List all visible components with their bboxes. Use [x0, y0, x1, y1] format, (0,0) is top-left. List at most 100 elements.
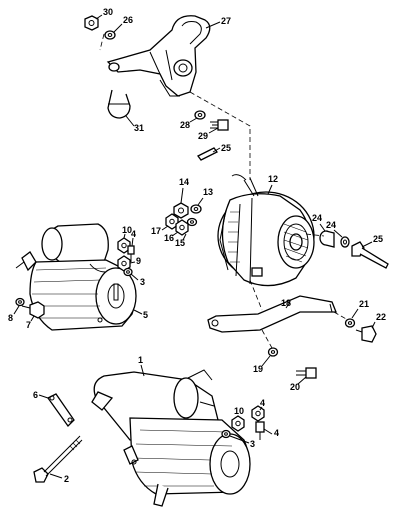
label-4-upper: 4 [131, 229, 136, 247]
svg-text:24: 24 [312, 213, 322, 223]
adjusting-bracket [207, 295, 337, 333]
svg-text:27: 27 [221, 16, 231, 26]
nut [231, 415, 245, 432]
bolt [296, 367, 317, 379]
nut [173, 202, 189, 219]
svg-text:22: 22 [376, 312, 386, 322]
label-13: 13 [197, 187, 213, 206]
label-10-lower: 10 [234, 406, 244, 417]
svg-text:3: 3 [140, 277, 145, 287]
label-25: 25 [361, 234, 383, 248]
svg-text:16: 16 [164, 233, 174, 243]
label-30: 30 [95, 7, 113, 20]
svg-text:10: 10 [122, 225, 132, 235]
svg-text:12: 12 [268, 174, 278, 184]
washer [104, 30, 116, 40]
label-5: 4 [259, 398, 265, 411]
pin [197, 147, 218, 161]
label-31: 31 [125, 115, 144, 133]
label-7: 5 [133, 309, 148, 320]
washer [221, 429, 231, 439]
nut [175, 219, 189, 236]
alternator [217, 174, 315, 287]
svg-text:18: 18 [281, 298, 291, 308]
label-6: 6 [33, 390, 49, 400]
nut [251, 405, 265, 422]
spacer [319, 230, 335, 248]
label-16: 16 [164, 231, 179, 243]
pivot-bolt [351, 241, 389, 269]
label-3-upper: 3 [130, 273, 145, 287]
svg-text:10: 10 [234, 406, 244, 416]
label-12: 12 [267, 174, 278, 195]
label-3-lower: 3 [229, 435, 255, 449]
long-mounting-bolt [33, 435, 83, 483]
label-15: 15 [175, 233, 187, 248]
washer [340, 236, 350, 248]
washer [15, 297, 25, 307]
starter-motor-assembly [91, 369, 251, 507]
strap [47, 393, 75, 428]
svg-text:21: 21 [359, 299, 369, 309]
svg-text:4: 4 [260, 398, 265, 408]
label-14: 14 [179, 177, 189, 204]
svg-text:17: 17 [151, 226, 161, 236]
label-23: 24 [312, 213, 326, 232]
svg-text:31: 31 [134, 123, 144, 133]
starter-motor [15, 223, 137, 331]
washer [186, 217, 198, 227]
part-labels: 30 26 27 31 28 29 25 12 14 13 17 16 15 2… [8, 7, 386, 484]
label-17: 17 [151, 225, 169, 236]
label-24-top: 26 [113, 15, 133, 33]
svg-text:9: 9 [136, 256, 141, 266]
clip [107, 89, 131, 119]
bolt [255, 421, 265, 440]
label-21: 21 [351, 299, 369, 319]
label-4-lower: 4 [263, 428, 279, 438]
label-29: 29 [198, 127, 219, 141]
bolt [355, 325, 377, 343]
label-28: 28 [180, 117, 198, 130]
washer [190, 204, 202, 214]
nut [117, 255, 131, 272]
svg-text:29: 29 [198, 131, 208, 141]
svg-text:15: 15 [175, 238, 185, 248]
washer [344, 318, 356, 328]
label-2: 2 [49, 473, 69, 484]
label-27: 27 [205, 16, 231, 29]
svg-text:14: 14 [179, 177, 189, 187]
svg-text:25: 25 [221, 143, 231, 153]
bolt [127, 245, 135, 262]
label-1: 1 [138, 355, 145, 377]
svg-text:20: 20 [290, 382, 300, 392]
svg-text:13: 13 [203, 187, 213, 197]
bolt [21, 301, 45, 319]
svg-text:1: 1 [138, 355, 143, 365]
label-8: 7 [26, 315, 35, 330]
svg-text:28: 28 [180, 120, 190, 130]
label-11: 10 [122, 225, 132, 239]
svg-text:19: 19 [253, 364, 263, 374]
svg-text:4: 4 [274, 428, 279, 438]
svg-text:7: 7 [26, 320, 31, 330]
svg-text:26: 26 [123, 15, 133, 25]
label-19: 19 [253, 355, 271, 374]
svg-text:2: 2 [64, 474, 69, 484]
label-10-upper: 9 [129, 256, 141, 266]
washer [267, 347, 279, 357]
bolt [210, 119, 229, 131]
label-26: 25 [212, 143, 231, 153]
label-22: 22 [371, 312, 386, 329]
label-18: 18 [281, 298, 291, 309]
svg-text:5: 5 [143, 310, 148, 320]
svg-text:30: 30 [103, 7, 113, 17]
washer [194, 110, 206, 120]
svg-text:24: 24 [326, 220, 336, 230]
svg-text:4: 4 [131, 229, 136, 239]
label-24: 24 [326, 220, 343, 238]
svg-text:6: 6 [33, 390, 38, 400]
nut [84, 15, 99, 31]
label-20: 20 [290, 376, 307, 392]
label-9: 8 [8, 305, 20, 323]
